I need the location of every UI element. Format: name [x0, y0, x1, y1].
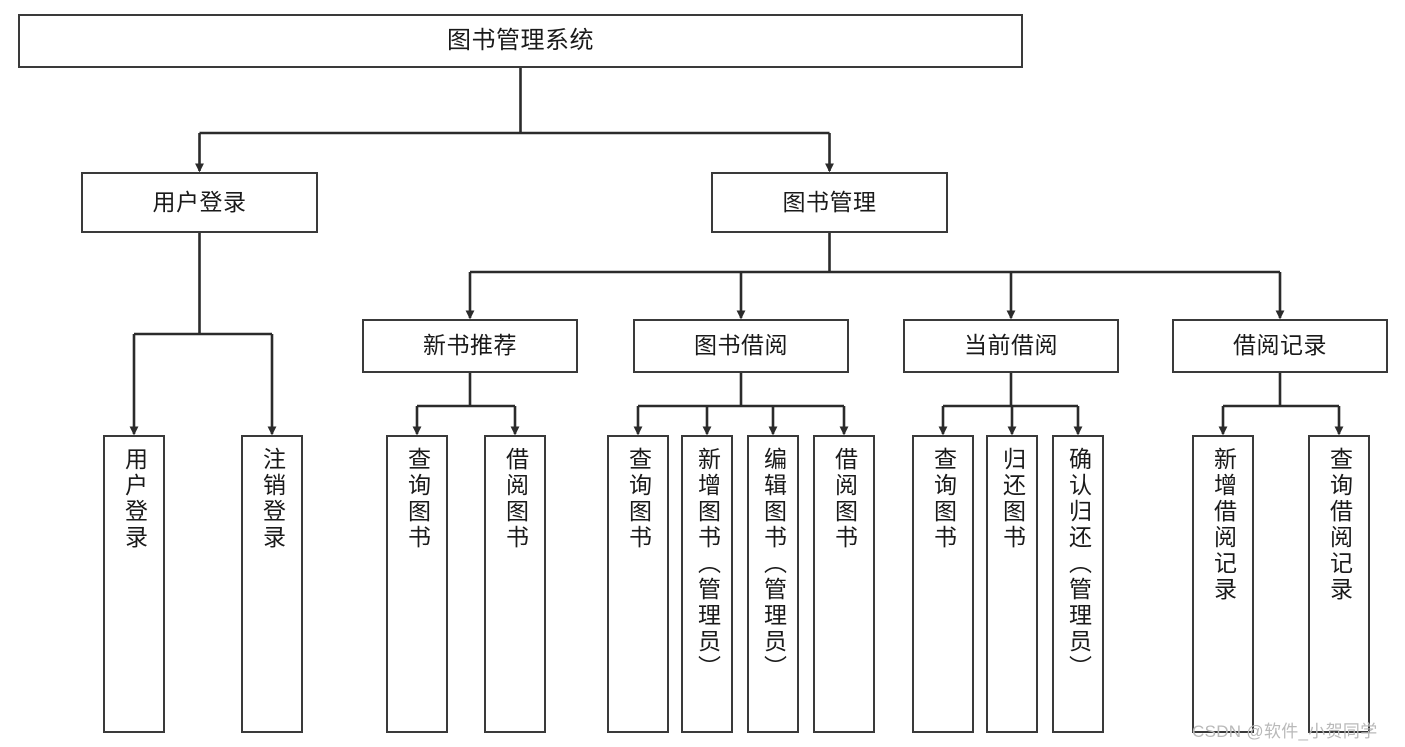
leaf-query-book-2[interactable]: 查询图书	[607, 435, 669, 733]
node-book-borrow-label: 图书借阅	[694, 332, 788, 359]
leaf-return-book[interactable]: 归还图书	[986, 435, 1038, 733]
leaf-confirm-return-label: 确认归还（管理员）	[1065, 447, 1092, 681]
leaf-borrow-book-1[interactable]: 借阅图书	[484, 435, 546, 733]
leaf-query-borrow-record[interactable]: 查询借阅记录	[1308, 435, 1370, 733]
leaf-return-book-label: 归还图书	[999, 447, 1026, 551]
node-user-login[interactable]: 用户登录	[81, 172, 318, 233]
leaf-query-book-2-label: 查询图书	[625, 447, 652, 551]
node-new-book-recommend-label: 新书推荐	[423, 332, 517, 359]
leaf-borrow-book-1-label: 借阅图书	[502, 447, 529, 551]
csdn-watermark: CSDN @软件_小贺同学	[1192, 722, 1378, 741]
leaf-query-book-3[interactable]: 查询图书	[912, 435, 974, 733]
leaf-logout[interactable]: 注销登录	[241, 435, 303, 733]
node-borrow-record[interactable]: 借阅记录	[1172, 319, 1388, 373]
leaf-user-login[interactable]: 用户登录	[103, 435, 165, 733]
leaf-query-book-3-label: 查询图书	[930, 447, 957, 551]
leaf-add-book[interactable]: 新增图书（管理员）	[681, 435, 733, 733]
node-current-borrow-label: 当前借阅	[964, 332, 1058, 359]
leaf-borrow-book-2-label: 借阅图书	[831, 447, 858, 551]
leaf-add-borrow-record-label: 新增借阅记录	[1210, 447, 1237, 603]
leaf-add-borrow-record[interactable]: 新增借阅记录	[1192, 435, 1254, 733]
leaf-edit-book[interactable]: 编辑图书（管理员）	[747, 435, 799, 733]
leaf-query-book-1-label: 查询图书	[404, 447, 431, 551]
leaf-add-book-label: 新增图书（管理员）	[694, 447, 721, 681]
node-current-borrow[interactable]: 当前借阅	[903, 319, 1119, 373]
node-book-manage[interactable]: 图书管理	[711, 172, 948, 233]
node-borrow-record-label: 借阅记录	[1233, 332, 1327, 359]
node-user-login-label: 用户登录	[152, 188, 247, 215]
leaf-query-borrow-record-label: 查询借阅记录	[1326, 447, 1353, 603]
node-book-borrow[interactable]: 图书借阅	[633, 319, 849, 373]
leaf-query-book-1[interactable]: 查询图书	[386, 435, 448, 733]
leaf-user-login-label: 用户登录	[121, 447, 148, 551]
leaf-borrow-book-2[interactable]: 借阅图书	[813, 435, 875, 733]
node-book-manage-label: 图书管理	[782, 188, 877, 215]
leaf-logout-label: 注销登录	[259, 447, 286, 551]
node-new-book-recommend[interactable]: 新书推荐	[362, 319, 578, 373]
node-root[interactable]: 图书管理系统	[18, 14, 1023, 68]
leaf-edit-book-label: 编辑图书（管理员）	[760, 447, 787, 681]
leaf-confirm-return[interactable]: 确认归还（管理员）	[1052, 435, 1104, 733]
node-root-label: 图书管理系统	[447, 26, 594, 54]
